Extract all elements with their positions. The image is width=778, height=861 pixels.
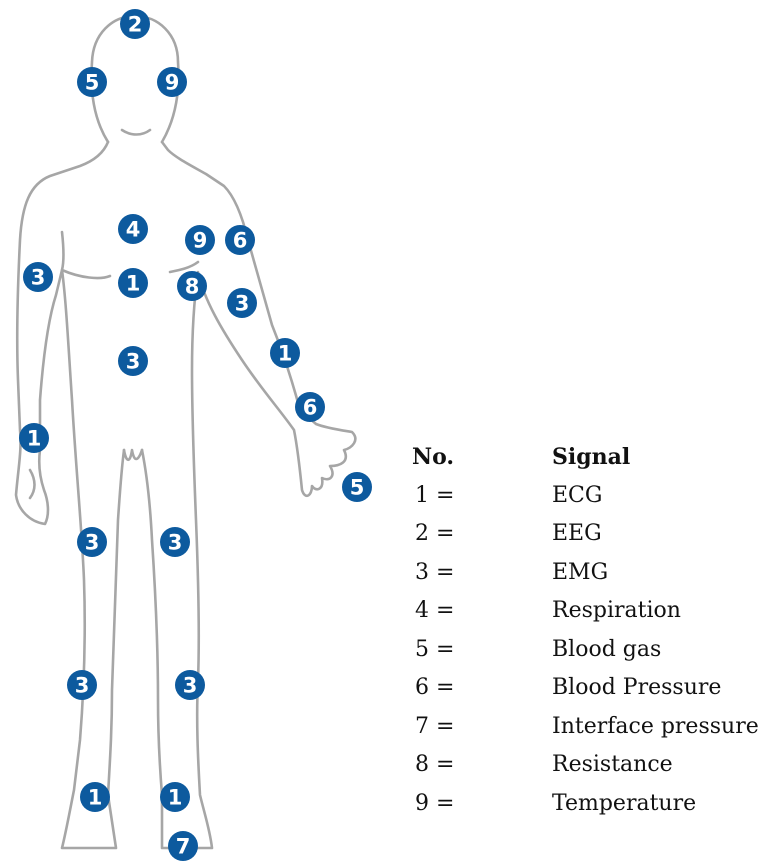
signal-marker: 3 bbox=[175, 670, 205, 700]
legend-number: 6 = bbox=[400, 669, 552, 708]
marker-number: 6 bbox=[233, 229, 248, 253]
signal-marker: 8 bbox=[177, 271, 207, 301]
marker-number: 5 bbox=[350, 476, 365, 500]
marker-number: 1 bbox=[168, 786, 183, 810]
legend-signal: Blood gas bbox=[552, 631, 778, 670]
legend-number: 9 = bbox=[400, 785, 552, 824]
legend-number: 8 = bbox=[400, 746, 552, 785]
legend-row: 2 = EEG bbox=[400, 515, 778, 554]
legend-row: 9 = Temperature bbox=[400, 785, 778, 824]
right-chest-line bbox=[170, 262, 198, 272]
signal-marker: 1 bbox=[270, 338, 300, 368]
signal-marker: 1 bbox=[19, 423, 49, 453]
marker-number: 3 bbox=[235, 292, 250, 316]
marker-layer: 2 5 9 4 9 6 3 1 8 3 3 1 1 6 5 3 3 3 3 1 1 7 bbox=[19, 9, 372, 861]
marker-number: 2 bbox=[128, 13, 143, 37]
body-outline bbox=[16, 16, 355, 848]
signal-marker: 9 bbox=[157, 67, 187, 97]
human-body-figure: 2 5 9 4 9 6 3 1 8 3 3 1 1 6 5 3 3 3 3 1 1 7 bbox=[0, 0, 400, 861]
legend-row: 5 = Blood gas bbox=[400, 631, 778, 670]
marker-number: 3 bbox=[85, 531, 100, 555]
legend-header-no: No. bbox=[400, 438, 552, 477]
marker-number: 5 bbox=[85, 71, 100, 95]
marker-number: 1 bbox=[27, 427, 42, 451]
legend-row: 7 = Interface pressure bbox=[400, 708, 778, 747]
legend-signal: EEG bbox=[552, 515, 778, 554]
signal-legend: No. Signal 1 = ECG 2 = EEG 3 = EMG 4 = R… bbox=[400, 438, 778, 823]
legend-signal: Respiration bbox=[552, 592, 778, 631]
legend-signal: Interface pressure bbox=[552, 708, 778, 747]
legend-row: 1 = ECG bbox=[400, 477, 778, 516]
legend-row: 4 = Respiration bbox=[400, 592, 778, 631]
signal-marker: 3 bbox=[160, 527, 190, 557]
legend-signal: Temperature bbox=[552, 785, 778, 824]
signal-marker: 3 bbox=[77, 527, 107, 557]
marker-number: 1 bbox=[88, 786, 103, 810]
marker-number: 1 bbox=[278, 342, 293, 366]
signal-marker: 4 bbox=[118, 214, 148, 244]
signal-marker: 1 bbox=[118, 268, 148, 298]
marker-number: 3 bbox=[168, 531, 183, 555]
legend-row: 8 = Resistance bbox=[400, 746, 778, 785]
signal-marker: 6 bbox=[295, 392, 325, 422]
marker-number: 6 bbox=[303, 396, 318, 420]
marker-number: 9 bbox=[193, 229, 208, 253]
marker-number: 1 bbox=[126, 272, 141, 296]
left-chest-line bbox=[62, 232, 110, 278]
marker-number: 3 bbox=[31, 266, 46, 290]
legend-header-signal: Signal bbox=[552, 438, 778, 477]
signal-marker: 3 bbox=[227, 288, 257, 318]
legend-number: 4 = bbox=[400, 592, 552, 631]
legend-signal: Blood Pressure bbox=[552, 669, 778, 708]
crotch-line bbox=[124, 450, 142, 460]
marker-number: 7 bbox=[176, 835, 191, 859]
marker-number: 9 bbox=[165, 71, 180, 95]
legend-number: 2 = bbox=[400, 515, 552, 554]
legend-number: 5 = bbox=[400, 631, 552, 670]
chin-line bbox=[122, 130, 150, 135]
legend-row: 3 = EMG bbox=[400, 554, 778, 593]
marker-number: 3 bbox=[183, 674, 198, 698]
signal-marker: 3 bbox=[67, 670, 97, 700]
legend-number: 7 = bbox=[400, 708, 552, 747]
legend-row: 6 = Blood Pressure bbox=[400, 669, 778, 708]
legend-header: No. Signal bbox=[400, 438, 778, 477]
marker-number: 3 bbox=[126, 350, 141, 374]
signal-marker: 1 bbox=[160, 782, 190, 812]
left-thumb-line bbox=[30, 470, 35, 498]
signal-marker: 2 bbox=[120, 9, 150, 39]
legend-signal: ECG bbox=[552, 477, 778, 516]
signal-marker: 1 bbox=[80, 782, 110, 812]
signal-marker: 5 bbox=[342, 472, 372, 502]
signal-marker: 9 bbox=[185, 225, 215, 255]
signal-marker: 7 bbox=[168, 831, 198, 861]
signal-marker: 3 bbox=[23, 262, 53, 292]
marker-number: 8 bbox=[185, 275, 200, 299]
marker-number: 4 bbox=[126, 218, 141, 242]
signal-marker: 6 bbox=[225, 225, 255, 255]
signal-marker: 3 bbox=[118, 346, 148, 376]
signal-marker: 5 bbox=[77, 67, 107, 97]
legend-signal: EMG bbox=[552, 554, 778, 593]
legend-number: 1 = bbox=[400, 477, 552, 516]
marker-number: 3 bbox=[75, 674, 90, 698]
legend-signal: Resistance bbox=[552, 746, 778, 785]
legend-number: 3 = bbox=[400, 554, 552, 593]
